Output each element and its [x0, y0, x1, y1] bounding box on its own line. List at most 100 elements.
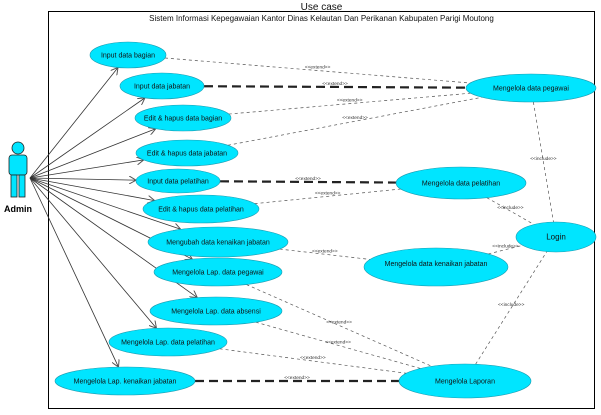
use-case-ellipse: [147, 226, 289, 258]
use-case-ellipse: [108, 327, 228, 357]
use-case-ellipse: [54, 366, 196, 396]
use-case-ellipse: [153, 257, 283, 287]
use-case-ellipse: [134, 104, 232, 132]
relation-line: [255, 321, 421, 369]
use-case-uc3: Edit & hapus data bagian: [134, 104, 232, 132]
use-case-uc8: Mengelola Lap. data pegawai: [153, 257, 283, 287]
relation-line: [475, 251, 548, 365]
use-case-m4: Mengelola Laporan: [398, 363, 532, 399]
use-case-label: Input data jabatan: [134, 84, 190, 91]
relation-uc3-m1: <<extend>>: [228, 92, 471, 115]
use-case-ellipse: [149, 296, 283, 326]
use-case-label: Mengelola data pegawai: [493, 86, 569, 93]
relation-label: <<extend>>: [342, 115, 368, 121]
relation-uc5-m2: <<extend>>: [219, 176, 397, 184]
association-admin-uc6: [29, 177, 155, 201]
relation-label: <<include>>: [497, 205, 524, 211]
use-case-label: Mengelola Laporan: [435, 379, 495, 386]
actor-admin: Admin: [4, 141, 32, 214]
use-case-ellipse: [135, 139, 239, 167]
use-case-label: Input data pelatihan: [147, 179, 209, 186]
use-case-m1: Mengelola data pegawai: [465, 73, 597, 103]
relation-m2-login: <<include>>: [486, 197, 535, 225]
use-case-ellipse: [135, 168, 221, 194]
relation-label: <<extend>>: [315, 190, 341, 196]
relation-label: <<extend>>: [295, 176, 321, 182]
association-admin-uc2: [29, 98, 145, 179]
relation-label: <<extend>>: [326, 319, 352, 325]
use-case-uc5: Input data pelatihan: [135, 168, 221, 194]
relation-label: <<extend>>: [312, 248, 338, 254]
use-case-uc10: Mengelola Lap. data pelatihan: [108, 327, 228, 357]
association-admin-uc1: [29, 68, 118, 179]
system-boundary: [48, 11, 595, 409]
use-case-ellipse: [119, 72, 205, 100]
use-case-uc4: Edit & hapus data jabatan: [135, 139, 239, 167]
use-case-ellipse: [398, 363, 532, 399]
association-admin-uc11: [29, 177, 118, 367]
relation-line: [227, 96, 483, 146]
relation-uc10-m4: <<extend>>: [219, 348, 407, 374]
use-case-label: Input data bagian: [101, 53, 155, 60]
use-case-label: Mengubah data kenaikan jabatan: [166, 240, 270, 247]
use-case-label: Edit & hapus data jabatan: [147, 151, 227, 158]
relation-label: <<include>>: [498, 302, 525, 308]
use-case-m2: Mengelola data pelatihan: [395, 166, 527, 200]
relation-uc8-m4: <<extend>>: [246, 284, 432, 367]
relation-uc9-m4: <<extend>>: [255, 321, 421, 369]
relation-uc11-m4: <<extend>>: [195, 375, 399, 383]
use-case-uc11: Mengelola Lap. kenaikan jabatan: [54, 366, 196, 396]
use-case-uc1: Input data bagian: [89, 41, 167, 69]
use-case-ellipse: [89, 41, 167, 69]
actor-label: Admin: [4, 204, 32, 214]
relation-line: [254, 188, 401, 204]
relation-uc7-m3: <<extend>>: [279, 248, 371, 260]
association-admin-uc7: [29, 177, 181, 229]
relation-label: <<extend>>: [325, 339, 351, 345]
association-admin-uc10: [29, 177, 156, 328]
relation-line: [203, 85, 467, 89]
use-case-ellipse: [142, 194, 260, 224]
diagram-subtitle: Sistem Informasi Kepegawaian Kantor Dina…: [149, 14, 494, 23]
relation-uc4-m1: <<extend>>: [227, 96, 483, 146]
relation-line: [228, 92, 471, 115]
use-case-label: Mengelola data kenaikan jabatan: [385, 261, 488, 268]
use-case-uc9: Mengelola Lap. data absensi: [149, 296, 283, 326]
use-case-label: Mengelola Lap. data pelatihan: [121, 340, 215, 347]
relation-uc6-m2: <<extend>>: [254, 188, 401, 204]
use-case-uc2: Input data jabatan: [119, 72, 205, 100]
relation-label: <<include>>: [492, 244, 519, 250]
relation-m3-login: <<include>>: [488, 244, 523, 255]
use-case-uc6: Edit & hapus data pelatihan: [142, 194, 260, 224]
use-case-label: Edit & hapus data bagian: [144, 116, 222, 123]
relation-line: [219, 180, 397, 184]
relation-line: [219, 348, 407, 374]
use-case-label: Mengelola Lap. data pegawai: [172, 270, 264, 277]
relation-line: [533, 101, 554, 223]
use-case-uc7: Mengubah data kenaikan jabatan: [147, 226, 289, 258]
use-case-login: Login: [515, 221, 597, 253]
relation-m1-login: <<include>>: [530, 101, 557, 223]
use-case-ellipse: [363, 247, 509, 287]
relation-label: <<extend>>: [284, 375, 310, 381]
use-case-label: Mengelola data pelatihan: [422, 181, 500, 188]
use-case-label: Mengelola Lap. data absensi: [171, 309, 261, 316]
use-case-ellipse: [515, 221, 597, 253]
use-case-label: Edit & hapus data pelatihan: [158, 207, 244, 214]
relation-uc2-m1: <<extend>>: [203, 81, 467, 89]
use-case-m3: Mengelola data kenaikan jabatan: [363, 247, 509, 287]
relation-m4-login: <<include>>: [475, 251, 548, 365]
use-case-ellipse: [465, 73, 597, 103]
association-admin-uc3: [29, 129, 156, 179]
relation-label: <<extend>>: [300, 355, 326, 361]
use-case-label: Login: [546, 233, 566, 242]
use-case-ellipse: [395, 166, 527, 200]
relation-line: [246, 284, 432, 367]
association-admin-uc5: [29, 178, 136, 180]
diagram-title: Use case: [300, 2, 343, 13]
use-case-label: Mengelola Lap. kenaikan jabatan: [74, 379, 177, 386]
relation-label: <<extend>>: [322, 81, 348, 87]
